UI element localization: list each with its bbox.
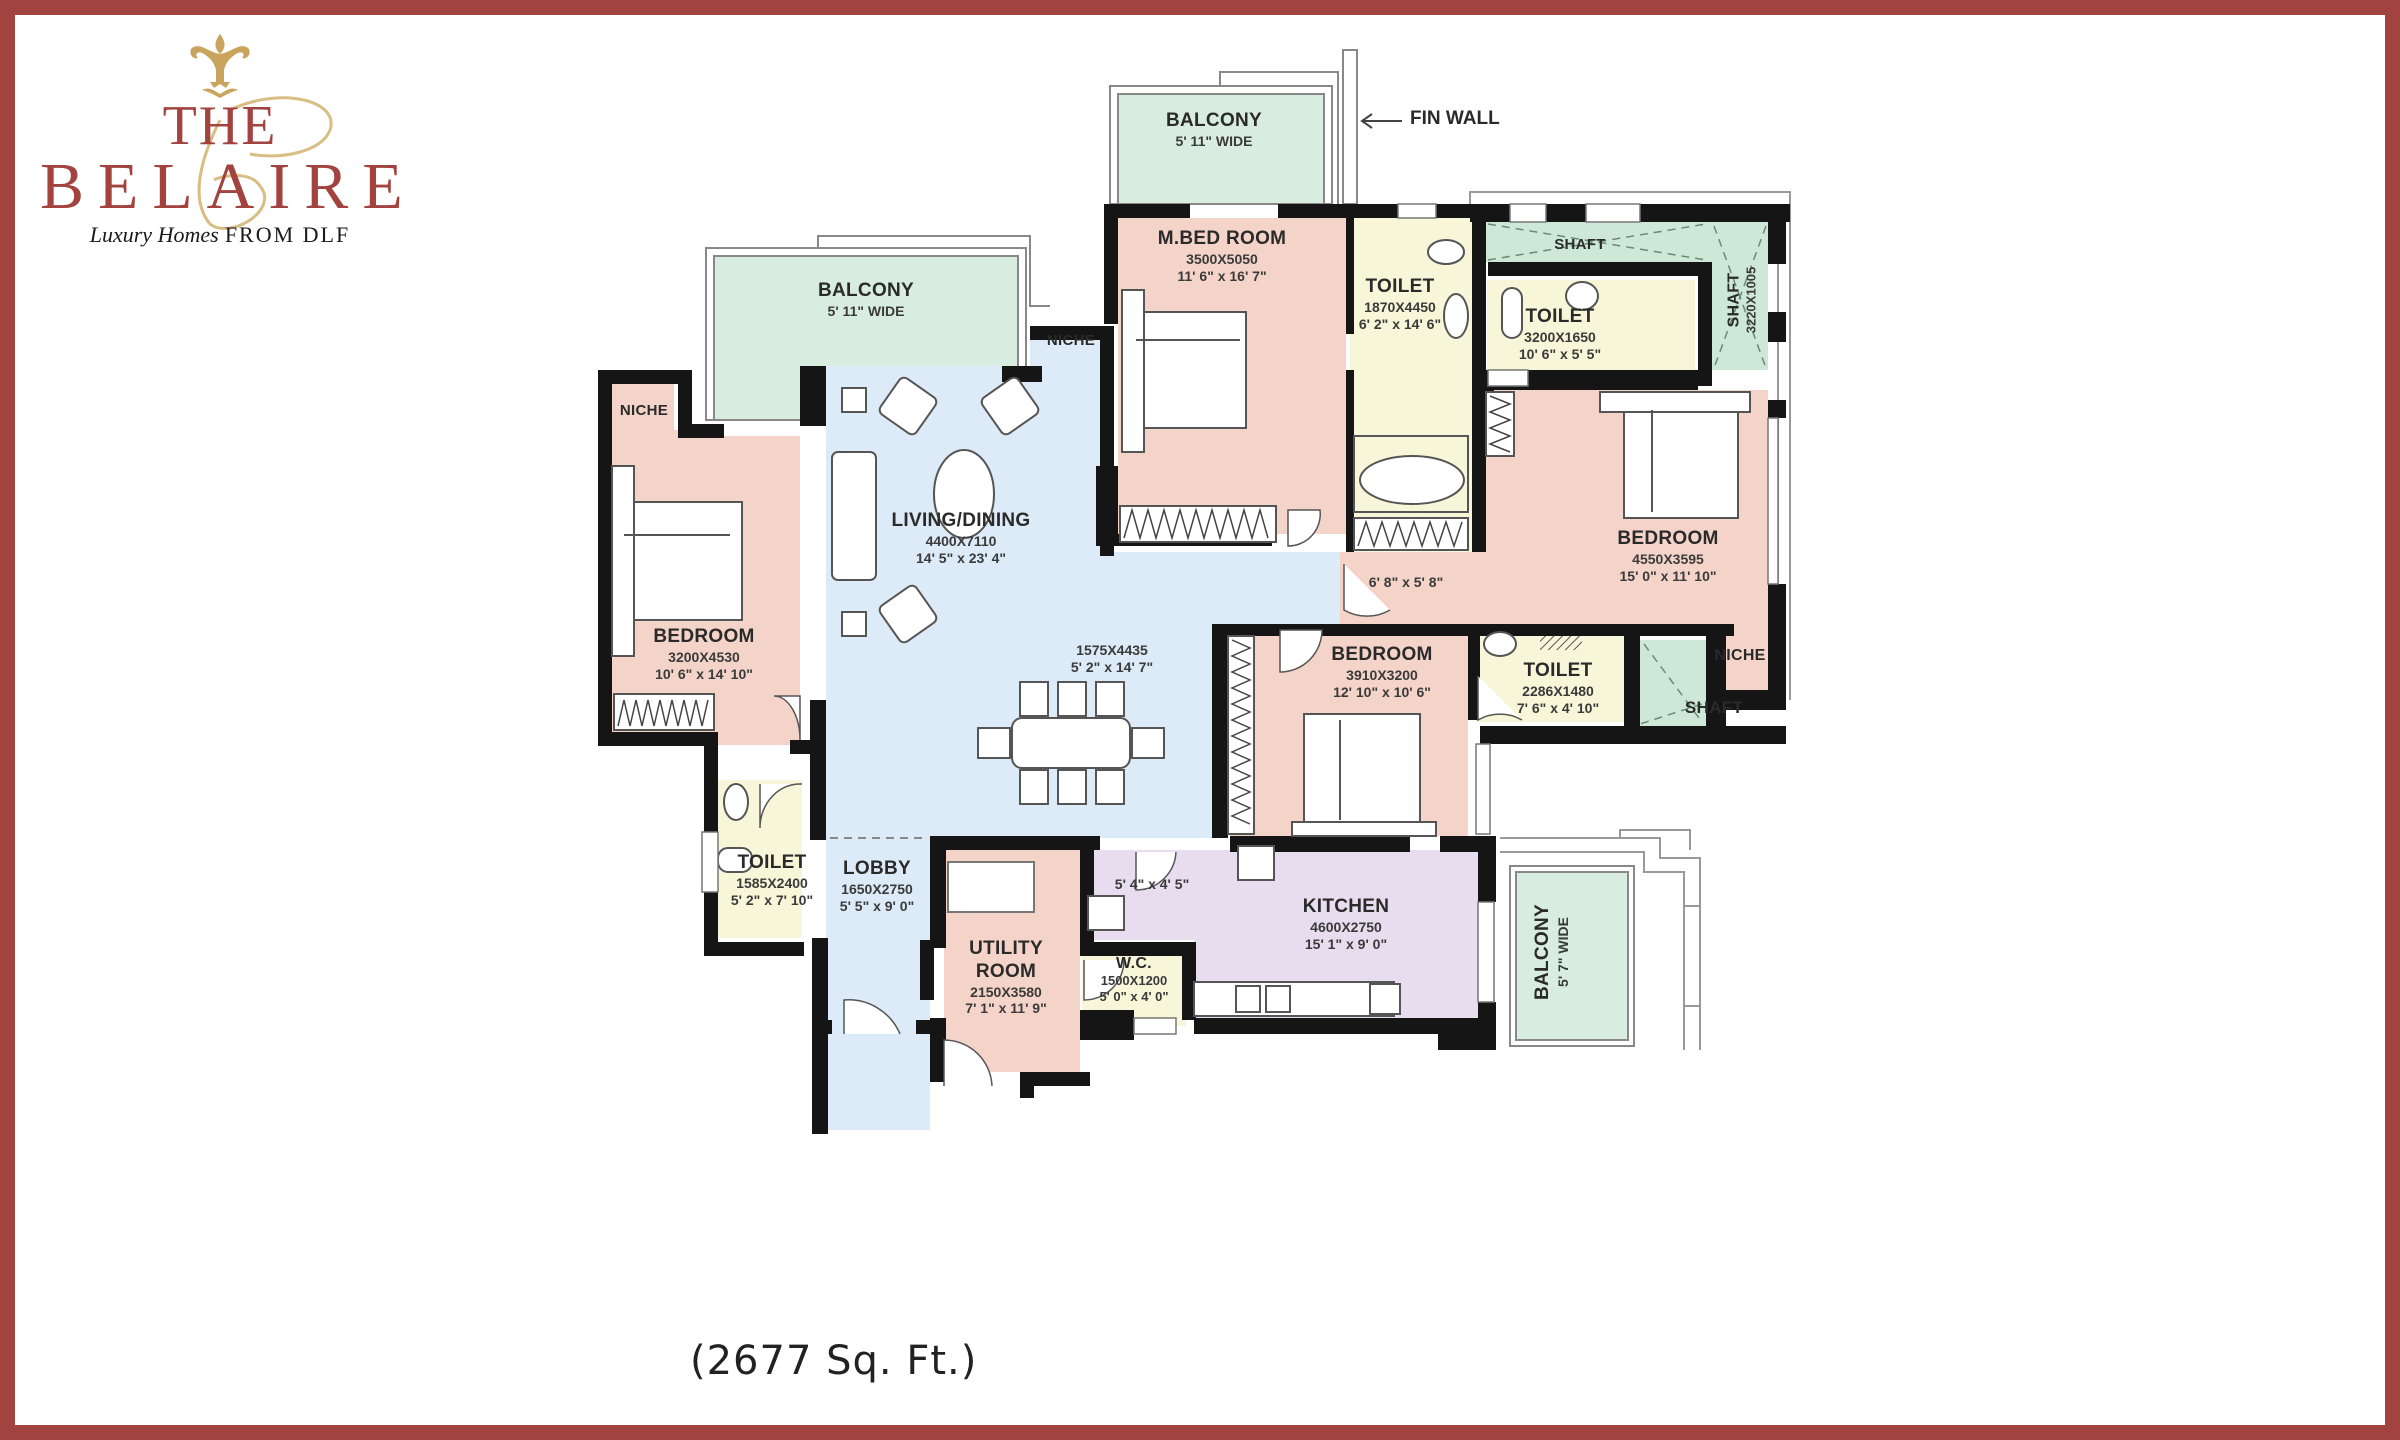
room-label-balcony-master: BALCONY 5' 11" WIDE <box>1165 110 1263 149</box>
center-toilet-hatch <box>1540 632 1582 650</box>
fleur-de-lis-icon <box>190 34 250 98</box>
room-label-toilet-center: TOILET 2286X1480 7' 6" x 4' 10" <box>1516 660 1600 716</box>
shaft-dashes <box>1487 223 1767 725</box>
room-label-shaft-top: SHAFT <box>1554 236 1606 253</box>
tagline-script: Luxury Homes <box>89 222 219 247</box>
room-label-kitchen-passage: 5' 4" x 4' 5" <box>1114 876 1190 892</box>
room-label-balcony-living: BALCONY 5' 11" WIDE <box>817 280 915 319</box>
room-label-wc: W.C. 1500X1200 5' 0" x 4' 0" <box>1099 955 1169 1004</box>
windows <box>701 203 1779 1035</box>
room-label-shaft-right: SHAFT 3220X1005 <box>1725 266 1759 334</box>
door-swings <box>759 509 1523 1087</box>
room-label-utility-room: UTILITY ROOM 2150X3580 7' 1" x 11' 9" <box>965 938 1047 1017</box>
room-label-toilet-master: TOILET 1870X4450 6' 2" x 14' 6" <box>1358 276 1442 332</box>
brand-logo: THE BELAIRE Luxury Homes FROM DLF <box>40 28 417 258</box>
balcony-master-shape <box>1109 71 1339 205</box>
room-label-balcony-kitchen: BALCONY 5' 7" WIDE <box>1532 903 1571 1001</box>
room-label-passage-right: 6' 8" x 5' 8" <box>1368 574 1444 590</box>
room-label-niche-living: NICHE <box>1046 332 1096 349</box>
room-label-kitchen: KITCHEN 4600X2750 15' 1" x 9' 0" <box>1302 896 1390 952</box>
room-label-toilet-left: TOILET 1585X2400 5' 2" x 7' 10" <box>730 852 814 908</box>
room-label-bedroom-left: BEDROOM 3200X4530 10' 6" x 14' 10" <box>653 626 755 682</box>
room-label-dining-extension: 1575X4435 5' 2" x 14' 7" <box>1070 642 1154 675</box>
total-area: (2677 Sq. Ft.) <box>690 1338 978 1384</box>
room-label-lobby: LOBBY 1650X2750 5' 5" x 9' 0" <box>839 858 915 914</box>
script-b-monogram <box>197 96 333 230</box>
fin-wall-shape <box>1342 49 1402 205</box>
room-label-living-dining: LIVING/DINING 4400X7110 14' 5" x 23' 4" <box>891 510 1031 566</box>
room-label-niche-right: NICHE <box>1714 647 1766 664</box>
brand-line-2: BELAIRE <box>40 150 417 223</box>
fin-wall-label: FIN WALL <box>1410 108 1500 129</box>
brand-tagline: Luxury Homes FROM DLF <box>40 224 400 246</box>
room-label-bedroom-right: BEDROOM 4550X3595 15' 0" x 11' 10" <box>1617 528 1719 584</box>
room-label-bedroom-center: BEDROOM 3910X3200 12' 10" x 10' 6" <box>1331 644 1433 700</box>
room-label-shaft-lower: SHAFT <box>1684 698 1744 717</box>
beds <box>611 289 1751 837</box>
brand-line-1: THE <box>162 95 278 157</box>
room-label-master-bedroom: M.BED ROOM 3500X5050 11' 6" x 16' 7" <box>1157 228 1287 284</box>
tagline-caps: FROM DLF <box>224 222 351 247</box>
room-label-toilet-upper-right: TOILET 3200X1650 10' 6" x 5' 5" <box>1518 306 1602 362</box>
wardrobe-zigzags <box>617 395 1513 825</box>
kitchen-fixtures <box>1087 845 1401 1017</box>
living-furniture <box>831 376 1165 805</box>
utility-counter <box>947 861 1035 913</box>
room-label-niche-left: NICHE <box>619 402 669 419</box>
